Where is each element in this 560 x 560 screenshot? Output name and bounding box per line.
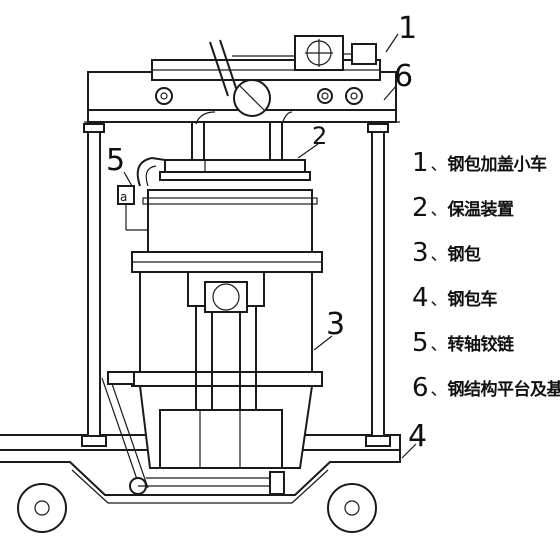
hinge-label-a: a [120, 190, 127, 204]
legend-number: 1 [412, 147, 429, 178]
legend-label: 钢包 [447, 245, 482, 265]
legend-item-6: 6、钢结构平台及基础 [412, 365, 560, 410]
callout-2: 2 [312, 122, 327, 150]
legend-item-4: 4、钢包车 [412, 275, 558, 320]
legend-separator: 、 [430, 290, 448, 310]
legend-separator: 、 [430, 335, 448, 355]
legend-item-1: 1、钢包加盖小车 [412, 140, 558, 185]
pivot-hinge [117, 156, 166, 231]
legend-number: 6 [412, 372, 429, 403]
legend-label: 钢包车 [447, 290, 498, 310]
left-wheel [17, 483, 67, 533]
ladle [107, 189, 323, 469]
legend-number: 4 [412, 282, 429, 313]
callout-4: 4 [408, 419, 427, 454]
legend-separator: 、 [430, 200, 448, 220]
legend-label: 转轴铰链 [447, 335, 515, 355]
legend-label: 钢包加盖小车 [447, 155, 548, 175]
legend-number: 2 [412, 192, 429, 223]
hangers [191, 111, 293, 160]
legend-label: 保温装置 [447, 200, 515, 220]
legend-item-3: 3、钢包 [412, 230, 558, 275]
callout-6: 6 [394, 59, 413, 94]
ladle-car [0, 377, 401, 533]
leader-lines [123, 33, 417, 459]
callout-5: 5 [106, 143, 125, 178]
cover-trolley [151, 35, 381, 117]
legend-separator: 、 [430, 380, 448, 400]
callout-3: 3 [326, 307, 345, 342]
right-wheel [327, 483, 377, 533]
legend-separator: 、 [430, 245, 448, 265]
legend-separator: 、 [430, 155, 448, 175]
legend-label: 钢结构平台及基础 [447, 380, 560, 400]
legend-item-2: 2、保温装置 [412, 185, 558, 230]
callout-1: 1 [398, 11, 417, 46]
legend-item-5: 5、转轴铰链 [412, 320, 558, 365]
legend: 1、钢包加盖小车 2、保温装置 3、钢包 4、钢包车 5、转轴铰链 6、钢结构平… [412, 140, 560, 410]
insulation-cover [159, 159, 311, 181]
legend-number: 3 [412, 237, 429, 268]
legend-number: 5 [412, 327, 429, 358]
